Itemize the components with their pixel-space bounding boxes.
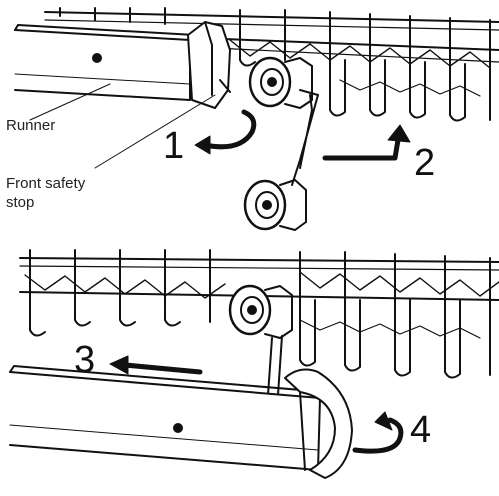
top-wheel-lower <box>243 179 307 231</box>
top-front-safety-stop <box>187 21 231 109</box>
front-safety-stop-label-line2: stop <box>6 194 35 211</box>
top-wheel-arm <box>291 89 319 186</box>
arrow-step-4 <box>352 411 404 454</box>
bottom-runner-rail <box>9 365 326 471</box>
step-number-3: 3 <box>74 339 96 381</box>
top-basket-wire <box>44 7 499 122</box>
runner-leader-line <box>29 83 111 121</box>
bottom-wheel <box>228 284 293 396</box>
bottom-front-safety-stop <box>284 368 353 479</box>
step-number-1: 1 <box>163 125 185 167</box>
runner-label: Runner <box>6 117 56 134</box>
safety-stop-leader-line <box>94 94 216 169</box>
top-runner-rail <box>14 24 196 101</box>
top-wheel-upper <box>248 56 313 109</box>
arrow-step-2 <box>322 124 411 161</box>
front-safety-stop-label-line1: Front safety <box>6 175 86 192</box>
step-number-4: 4 <box>410 409 432 451</box>
bottom-basket-wire <box>19 249 499 379</box>
top-panel <box>14 7 499 231</box>
bottom-panel <box>9 249 499 479</box>
step-number-2: 2 <box>414 142 436 184</box>
arrow-step-1 <box>194 109 257 155</box>
arrow-step-3 <box>109 355 203 375</box>
